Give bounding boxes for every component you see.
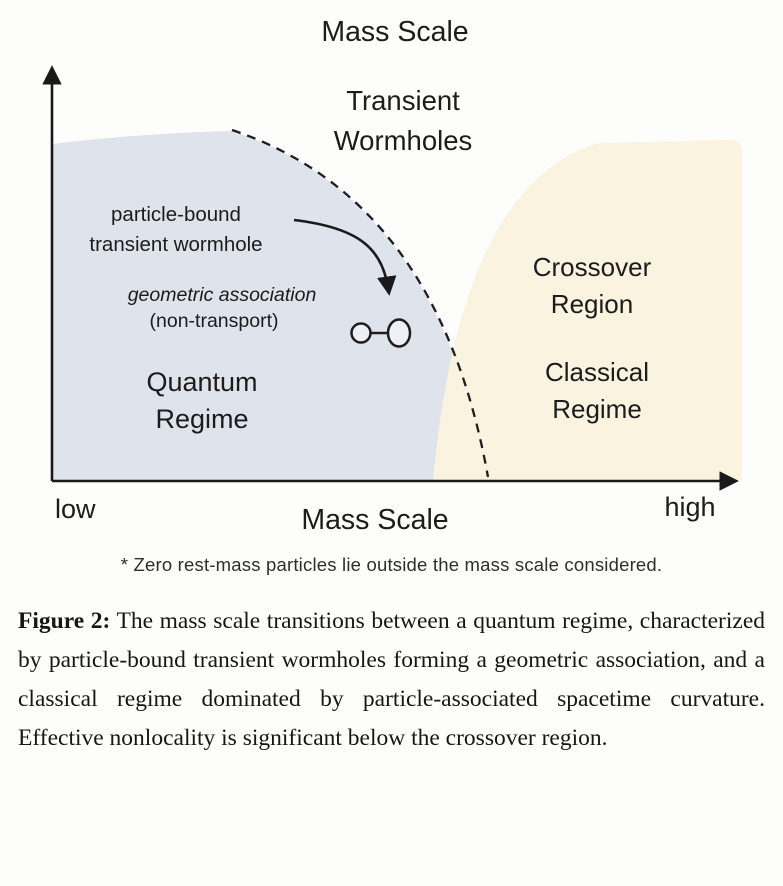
x-axis-high-label: high: [664, 492, 715, 522]
transition-dashed-curve: [231, 128, 490, 478]
geometric-association-label-line2: (non-transport): [150, 310, 279, 332]
figure-caption-text: The mass scale transitions between a qua…: [18, 608, 766, 751]
figure-2: Mass Scale Transient Wormholes particle-…: [18, 16, 765, 758]
chart-title-top: Mass Scale: [321, 16, 468, 48]
x-axis-low-label: low: [55, 494, 96, 524]
figure-caption: Figure 2: The mass scale transitions bet…: [18, 602, 765, 758]
crossover-region-label-line1: Crossover: [533, 252, 652, 282]
x-axis-title: Mass Scale: [301, 504, 448, 536]
geometric-association-label-line1: geometric association: [128, 284, 317, 306]
classical-regime-label-line2: Regime: [552, 394, 642, 424]
wormhole-dumbbell-icon: [350, 318, 412, 348]
quantum-regime-label-line2: Regime: [155, 404, 248, 434]
quantum-regime-label-line1: Quantum: [146, 367, 257, 397]
quantum-region-shape: [52, 131, 487, 480]
classical-region-shape: [433, 140, 742, 480]
curved-annotation-arrow: [293, 218, 397, 296]
figure-caption-label: Figure 2:: [18, 608, 111, 634]
classical-regime-label-line1: Classical: [545, 357, 649, 387]
transient-wormholes-label-line1: Transient: [346, 85, 460, 116]
mass-scale-diagram: Mass Scale Transient Wormholes particle-…: [42, 16, 742, 536]
particle-bound-label-line1: particle-bound: [111, 203, 241, 226]
figure-footnote: * Zero rest-mass particles lie outside t…: [120, 554, 663, 575]
particle-bound-label-line2: transient wormhole: [89, 233, 262, 256]
crossover-region-label-line2: Region: [551, 289, 633, 319]
transient-wormholes-label-line2: Wormholes: [334, 125, 473, 156]
